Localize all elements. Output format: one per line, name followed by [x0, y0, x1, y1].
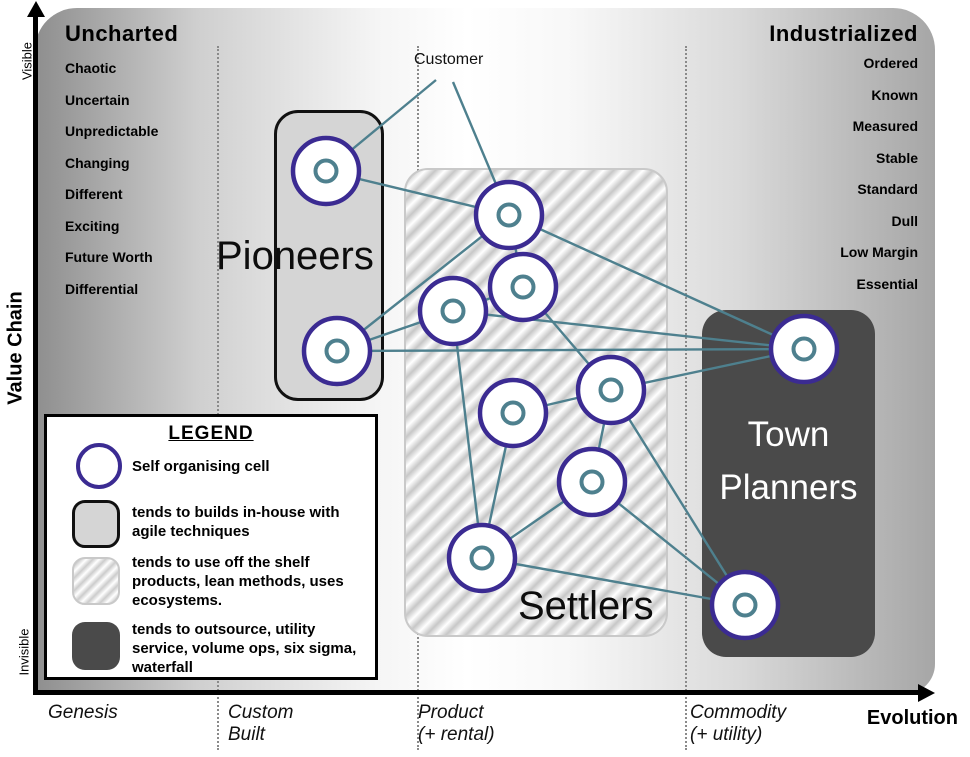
- uncharted-characteristic: Unpredictable: [65, 123, 159, 139]
- industrialized-characteristic: Standard: [857, 181, 918, 197]
- evolution-stage-label: Product(+ rental): [418, 702, 495, 745]
- town-planners-label-line1: Town: [747, 415, 830, 454]
- axis-arrow-up-icon: [27, 1, 45, 17]
- uncharted-characteristic: Future Worth: [65, 249, 153, 265]
- legend-item-label: tends to builds in-house with agile tech…: [132, 504, 340, 540]
- industrialized-characteristic: Dull: [891, 212, 918, 229]
- evolution-axis: [33, 690, 923, 695]
- legend-title: LEGEND: [168, 423, 254, 444]
- industrialized-characteristic: Known: [871, 86, 918, 103]
- legend-off-the-shelf-swatch-icon: [72, 557, 120, 605]
- evolution-axis-label: Evolution: [866, 707, 958, 729]
- industrialized-characteristic: Low Margin: [840, 244, 918, 260]
- evolution-stage-label: Genesis: [48, 702, 118, 723]
- uncharted-characteristic: Uncertain: [65, 91, 130, 108]
- uncharted-heading: Uncharted: [65, 21, 179, 46]
- town-planners-label-line2: Planners: [719, 468, 858, 507]
- legend-self-organising-cell-icon: [76, 443, 122, 489]
- legend-item-label: tends to outsource, utility service, vol…: [132, 621, 357, 676]
- uncharted-characteristic: Differential: [65, 280, 139, 297]
- value-chain-axis-label: Value Chain: [4, 291, 27, 405]
- industrialized-characteristic: Stable: [875, 149, 918, 166]
- industrialized-heading: Industrialized: [769, 21, 918, 46]
- legend-outsource-swatch-icon: [72, 622, 120, 670]
- legend-item-label: Self organising cell: [132, 458, 270, 475]
- invisible-label: Invisible: [16, 628, 32, 676]
- uncharted-characteristic: Changing: [65, 154, 130, 171]
- town-planners-label: Town Planners: [702, 408, 875, 514]
- legend: LEGEND Self organising cell tends to bui…: [44, 414, 378, 680]
- stage-separator-custom: [217, 46, 219, 750]
- visible-label: Visible: [19, 41, 35, 81]
- industrialized-characteristic: Ordered: [863, 55, 918, 71]
- uncharted-characteristic: Different: [65, 186, 123, 202]
- customer-label: Customer: [414, 51, 484, 68]
- industrialized-characteristic: Essential: [856, 275, 918, 292]
- value-chain-axis: [33, 14, 38, 695]
- settlers-label: Settlers: [518, 584, 654, 628]
- uncharted-characteristic: Chaotic: [65, 60, 117, 76]
- evolution-stage-label: Commodity(+ utility): [690, 702, 787, 745]
- legend-in-house-swatch-icon: [72, 500, 120, 548]
- uncharted-characteristic: Exciting: [65, 217, 120, 234]
- industrialized-characteristic: Measured: [852, 118, 918, 134]
- pioneers-label: Pioneers: [216, 234, 374, 278]
- legend-item-label: tends to use off the shelf products, lea…: [132, 554, 344, 609]
- axis-arrow-right-icon: [918, 684, 935, 702]
